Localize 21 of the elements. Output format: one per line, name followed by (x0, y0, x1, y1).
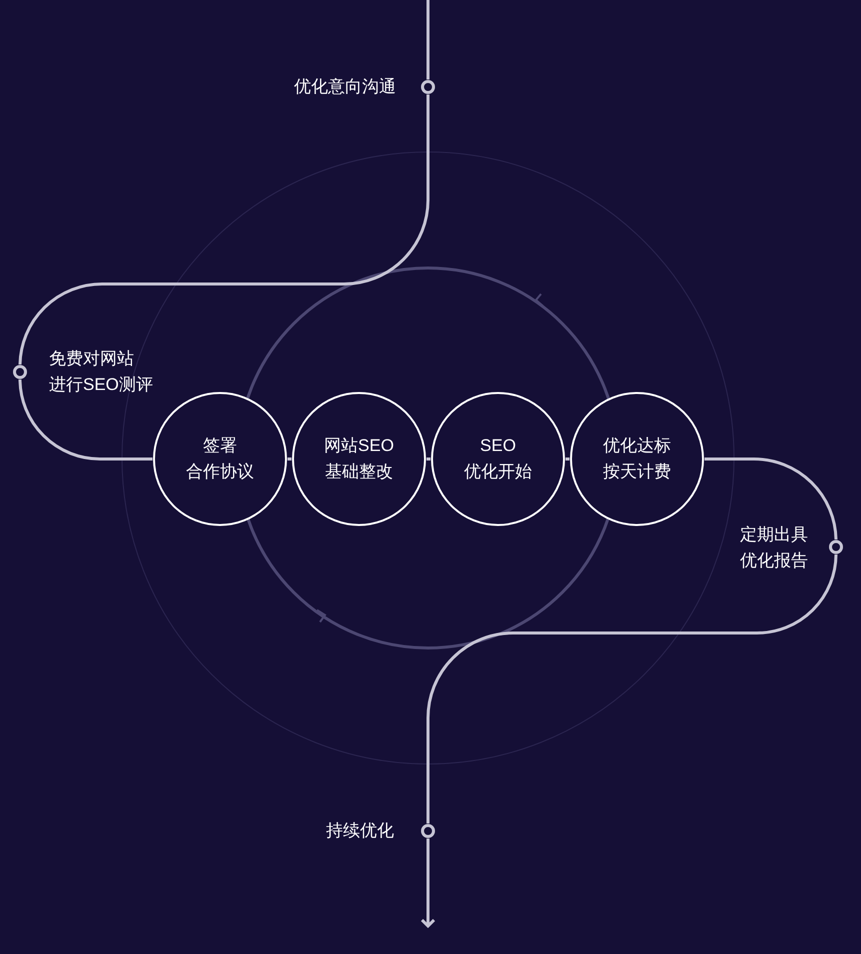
flow-line (704, 458, 838, 540)
flow-line (426, 0, 430, 80)
step-circle: SEO优化开始 (431, 392, 565, 526)
step-label: 优化意向沟通 (294, 76, 396, 98)
arrow (420, 838, 436, 928)
flow-line (426, 458, 430, 460)
flow-line (566, 458, 570, 460)
step-dot (421, 824, 435, 838)
flow-line (426, 554, 838, 824)
step-dot (421, 80, 435, 94)
flow-line (18, 379, 152, 460)
step-label: 定期出具优化报告 (740, 524, 808, 572)
step-dot (13, 365, 27, 379)
step-circle: 网站SEO基础整改 (292, 392, 426, 526)
step-circle: 签署合作协议 (153, 392, 287, 526)
step-label: 免费对网站进行SEO测评 (49, 348, 153, 396)
step-circle: 优化达标按天计费 (570, 392, 704, 526)
flow-line (18, 94, 430, 365)
flow-line (288, 458, 292, 460)
step-label: 持续优化 (326, 820, 394, 842)
step-dot (829, 540, 843, 554)
